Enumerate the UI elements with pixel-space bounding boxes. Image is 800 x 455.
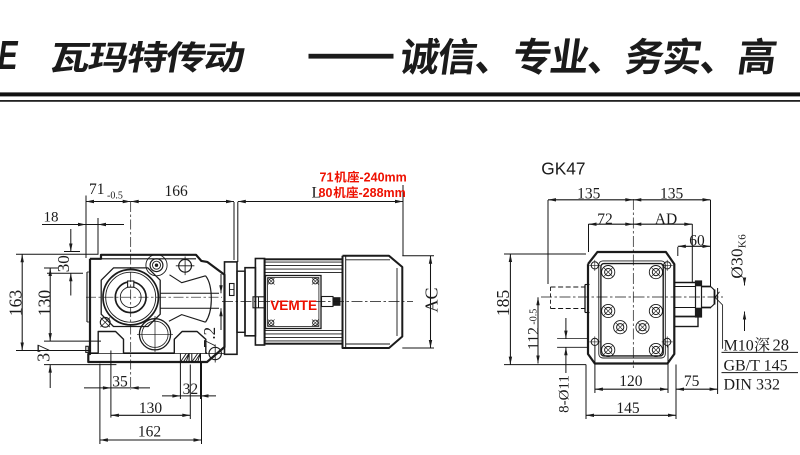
svg-text:135: 135 (577, 186, 601, 203)
svg-text:TE: TE (0, 32, 19, 78)
svg-text:32: 32 (183, 381, 199, 398)
svg-text:-288mm: -288mm (359, 186, 406, 200)
svg-text:135: 135 (660, 186, 684, 203)
svg-text:DIN 332: DIN 332 (724, 377, 780, 394)
svg-text:163: 163 (5, 290, 25, 317)
svg-text:7.2: 7.2 (200, 327, 219, 348)
svg-text:-240mm: -240mm (360, 171, 407, 185)
svg-text:145: 145 (616, 400, 640, 417)
svg-text:71: 71 (320, 171, 334, 185)
svg-text:-0.5: -0.5 (107, 191, 123, 202)
svg-text:M10: M10 (724, 338, 754, 355)
svg-text:185: 185 (493, 290, 513, 317)
svg-text:130: 130 (139, 400, 163, 417)
svg-text:37: 37 (34, 344, 54, 362)
svg-text:75: 75 (684, 373, 700, 390)
svg-text:120: 120 (619, 373, 643, 390)
svg-text:30: 30 (54, 255, 73, 272)
svg-text:AD: AD (655, 211, 677, 228)
svg-text:18: 18 (44, 210, 59, 226)
svg-text:GK47: GK47 (541, 159, 585, 179)
svg-text:60: 60 (689, 233, 705, 250)
svg-text:GB/T 145: GB/T 145 (724, 358, 788, 375)
svg-text:35: 35 (112, 374, 128, 391)
svg-text:162: 162 (138, 424, 161, 441)
svg-text:166: 166 (165, 183, 189, 200)
svg-text:AC: AC (422, 287, 442, 312)
svg-text:VEMTE: VEMTE (270, 298, 317, 313)
svg-text:80: 80 (319, 186, 333, 200)
svg-text:71: 71 (89, 181, 105, 198)
svg-text:28: 28 (773, 336, 790, 355)
svg-text:8-Ø11: 8-Ø11 (557, 375, 573, 413)
svg-text:112 -0.5: 112 -0.5 (526, 309, 543, 350)
svg-text:72: 72 (597, 211, 613, 228)
svg-text:L: L (312, 185, 322, 202)
svg-text:130: 130 (34, 290, 54, 317)
